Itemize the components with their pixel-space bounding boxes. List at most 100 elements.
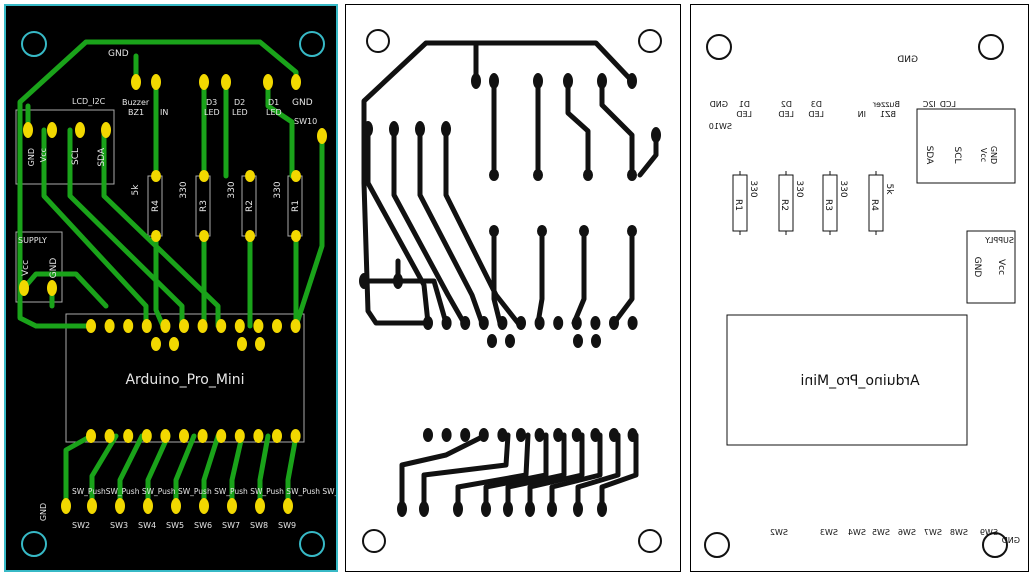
arduino-label: Arduino_Pro_Mini [800,373,919,389]
copper-mask-svg [359,29,662,553]
lcd-outline [916,108,1016,184]
lcd-outline [15,109,115,185]
r3-value: 330 [179,181,189,198]
d2-label: D2 [234,98,245,107]
header-pad [253,319,264,333]
gnd-right-label: GND [292,98,313,108]
copper-traces [17,39,325,505]
switch-label: SW3 [820,528,838,537]
header-pad [160,429,171,443]
mask-header-pad [423,316,433,330]
header-pad [272,429,282,443]
mounting-hole [21,31,47,57]
mask-header-pad [505,334,515,348]
mask-header-pad [423,428,433,442]
mask-header-pad [441,316,452,330]
switch-label: SW9 [278,521,296,530]
header-pad [104,429,115,443]
d3-led-label: LED [204,108,220,117]
d1-label: D1 [739,100,750,109]
d3-label: D3 [206,98,217,107]
pcb-layout-svg: GND LCD_I2C GND Vcc SCL SDA Buzzer BZ1 I… [15,31,336,557]
header-pad [151,337,161,351]
mounting-hole [299,531,325,557]
mounting-hole [362,529,386,553]
header-pad [255,337,265,351]
d2-label: D2 [781,100,792,109]
supply-vcc: Vcc [996,259,1006,275]
supply-gnd: GND [49,258,59,279]
mask-header-pad [627,316,638,330]
sw-push-labels: SW_PushSW_Push SW_Push SW_Push SW_Push S… [72,487,336,496]
arduino-outline [726,314,968,446]
lcd-pin-gnd: GND [989,146,998,164]
switch-label: SW6 [898,528,916,537]
r3-name: R3 [823,199,833,211]
mask-header-pad [553,316,564,330]
lcd-pin-scl: SCL [71,148,81,165]
mask-header-pad [516,428,526,442]
arduino-label: Arduino_Pro_Mini [125,372,244,388]
mask-header-pads [423,316,638,442]
r1-value: 330 [273,181,283,198]
supply-gnd: GND [972,257,982,278]
header-pad [197,429,208,443]
mask-header-pad [516,316,526,330]
switch-label: SW8 [250,521,268,530]
header-pad [237,337,247,351]
switch-label: SW7 [222,521,240,530]
mounting-hole [299,31,325,57]
header-pad [216,319,227,333]
bz1-label: BZ1 [880,110,896,119]
mask-header-pad [534,316,545,330]
supply-label: SUPPLY [18,236,47,245]
mask-header-pad [497,428,508,442]
mask-header-pad [478,316,489,330]
switch-label: SW4 [138,521,156,530]
mask-header-pad [478,428,489,442]
r2-name: R2 [245,200,255,212]
supply-label: SUPPLY [985,236,1014,245]
header-pad [160,319,171,333]
lcd-pin-vcc: Vcc [979,148,988,162]
header-pad [179,429,189,443]
header-pad [253,429,264,443]
r4-name: R4 [151,200,161,212]
d2-led-label: LED [778,110,794,119]
arduino-header-pads [86,319,301,443]
gnd-top-label: GND [897,55,918,65]
switch-label: SW9 [980,528,998,537]
r3-value: 330 [838,180,848,197]
switch-label: SW7 [924,528,942,537]
in-label: IN [858,110,866,119]
switch-label: SW4 [848,528,866,537]
mask-header-pad [573,334,583,348]
d1-led-label: LED [266,108,282,117]
d3-label: D3 [811,100,822,109]
in-label: IN [160,108,168,117]
lcd-pin-scl: SCL [952,146,962,163]
d1-label: D1 [268,98,279,107]
header-pad [290,319,301,333]
switch-label: SW5 [872,528,890,537]
r1-value: 330 [748,180,758,197]
header-pad [123,319,134,333]
mask-header-pad [609,428,619,442]
lcd-pin-vcc: Vcc [39,148,48,162]
lcd-pin-gnd: GND [27,148,36,166]
pads [19,74,327,514]
mounting-hole [704,532,730,558]
mask-header-pad [487,334,497,348]
gnd-right-label: GND [710,100,728,109]
d1-led-label: LED [736,110,752,119]
header-pad [234,429,245,443]
r4-name: R4 [869,199,879,211]
mirrored-silkscreen-panel: GND GND D1 LED D2 LED D3 LED SW10 IN Buz… [690,4,1029,572]
mask-traces [361,40,659,508]
lcd-pin-sda: SDA [924,146,934,165]
mounting-hole [638,29,662,53]
mask-header-pad [590,428,601,442]
header-pad [169,337,179,351]
